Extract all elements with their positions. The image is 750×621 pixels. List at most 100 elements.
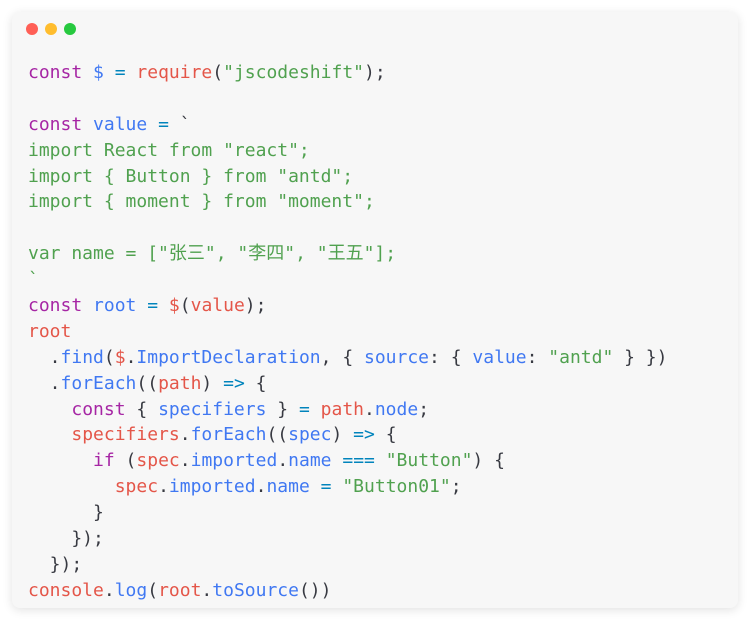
code-token: ( xyxy=(114,450,137,472)
code-window: const $ = require("jscodeshift");const v… xyxy=(12,12,738,608)
code-token: value xyxy=(472,346,527,368)
code-block: const $ = require("jscodeshift");const v… xyxy=(28,60,667,604)
code-token: : xyxy=(526,346,549,368)
code-token: var name = ["张三", "李四", "王五"]; xyxy=(28,243,397,265)
code-token: ` xyxy=(28,269,39,291)
code-token: forEach xyxy=(60,372,137,394)
code-token xyxy=(158,295,169,316)
code-token: root xyxy=(158,579,202,601)
code-token: log xyxy=(114,579,148,601)
code-line: specifiers.forEach((spec) => { xyxy=(28,422,667,448)
code-token: "antd" xyxy=(548,346,614,368)
code-token: const xyxy=(71,398,126,420)
code-token: ) xyxy=(331,424,354,446)
code-token: } xyxy=(266,398,299,420)
code-line: import { Button } from "antd"; xyxy=(28,164,667,190)
code-token: import React from "react"; xyxy=(28,139,310,161)
code-token: ; xyxy=(450,476,462,498)
code-token: name xyxy=(266,476,310,498)
code-token: spec xyxy=(114,476,159,498)
code-token: . xyxy=(179,424,191,446)
code-token: : { xyxy=(429,346,473,368)
code-token: . xyxy=(201,579,213,601)
zoom-dot-icon xyxy=(64,23,76,35)
code-line: var name = ["张三", "李四", "王五"]; xyxy=(28,241,667,267)
code-token: find xyxy=(60,346,104,368)
code-token xyxy=(147,114,158,135)
code-token xyxy=(28,424,71,445)
code-token: === xyxy=(342,450,375,472)
code-token: { xyxy=(244,372,267,394)
code-token: ( xyxy=(179,295,191,317)
code-token: root xyxy=(93,295,137,317)
code-line: console.log(root.toSource()) xyxy=(28,578,667,604)
code-token: path xyxy=(320,398,364,420)
code-line: .find($.ImportDeclaration, { source: { v… xyxy=(28,345,668,371)
code-token: ` xyxy=(168,113,191,135)
code-token: = xyxy=(114,62,126,83)
code-token: "Button" xyxy=(385,450,473,472)
code-token xyxy=(82,295,93,316)
code-token: = xyxy=(158,113,169,135)
code-token: node xyxy=(374,398,419,420)
code-line: spec.imported.name = "Button01"; xyxy=(28,474,667,500)
code-token: "Button01" xyxy=(342,476,451,498)
code-line: const root = $(value); xyxy=(28,293,667,319)
code-token xyxy=(136,295,147,316)
code-token: . xyxy=(28,346,61,368)
code-token: . xyxy=(277,450,289,472)
code-token: import { moment } from "moment"; xyxy=(28,191,375,213)
code-token: . xyxy=(255,476,267,498)
code-line: import React from "react"; xyxy=(28,138,667,164)
code-line: }); xyxy=(28,552,667,578)
code-token: { xyxy=(374,424,397,446)
code-token: } xyxy=(28,502,104,524)
code-token: source xyxy=(364,346,430,368)
code-token: ); xyxy=(244,295,267,317)
code-token: toSource xyxy=(212,579,299,601)
code-token: = xyxy=(147,295,159,317)
code-token: const xyxy=(28,113,83,135)
code-line: } xyxy=(28,500,667,526)
code-token xyxy=(82,62,93,83)
code-line: root xyxy=(28,319,667,345)
code-token: { xyxy=(125,398,159,420)
code-line: const value = ` xyxy=(28,112,667,138)
code-token: } }) xyxy=(613,346,668,368)
code-token: . xyxy=(364,398,375,420)
code-token: console xyxy=(28,579,104,601)
code-token: root xyxy=(28,320,72,342)
code-token xyxy=(310,476,321,497)
code-line: if (spec.imported.name === "Button") { xyxy=(28,448,667,474)
code-token xyxy=(82,114,93,135)
code-line: }); xyxy=(28,526,667,552)
code-token xyxy=(375,450,386,471)
code-token xyxy=(332,476,343,497)
code-token: spec xyxy=(288,424,332,446)
code-token: ) { xyxy=(472,450,505,472)
code-token xyxy=(28,399,71,420)
code-token: ) xyxy=(201,372,224,394)
code-line: ` xyxy=(28,267,667,293)
code-token: value xyxy=(190,295,245,317)
code-token: require xyxy=(136,62,213,83)
code-line xyxy=(28,86,667,112)
code-token: ( xyxy=(103,346,115,368)
code-token xyxy=(332,450,343,471)
code-token: => xyxy=(353,424,375,446)
minimize-dot-icon xyxy=(45,23,57,35)
code-token: specifiers xyxy=(158,398,267,420)
code-token: if xyxy=(93,450,115,472)
code-token: path xyxy=(158,372,202,394)
code-token: $ xyxy=(93,62,104,83)
code-token: const xyxy=(28,62,83,83)
code-token: $ xyxy=(114,346,126,368)
code-token: ); xyxy=(364,62,386,83)
code-token: }); xyxy=(28,528,104,550)
code-token: ( xyxy=(212,62,224,83)
code-line: const { specifiers } = path.node; xyxy=(28,397,667,423)
code-token: => xyxy=(223,372,245,394)
code-token xyxy=(28,476,115,497)
code-token: forEach xyxy=(190,424,267,446)
code-token: import { Button } from "antd"; xyxy=(28,165,354,187)
